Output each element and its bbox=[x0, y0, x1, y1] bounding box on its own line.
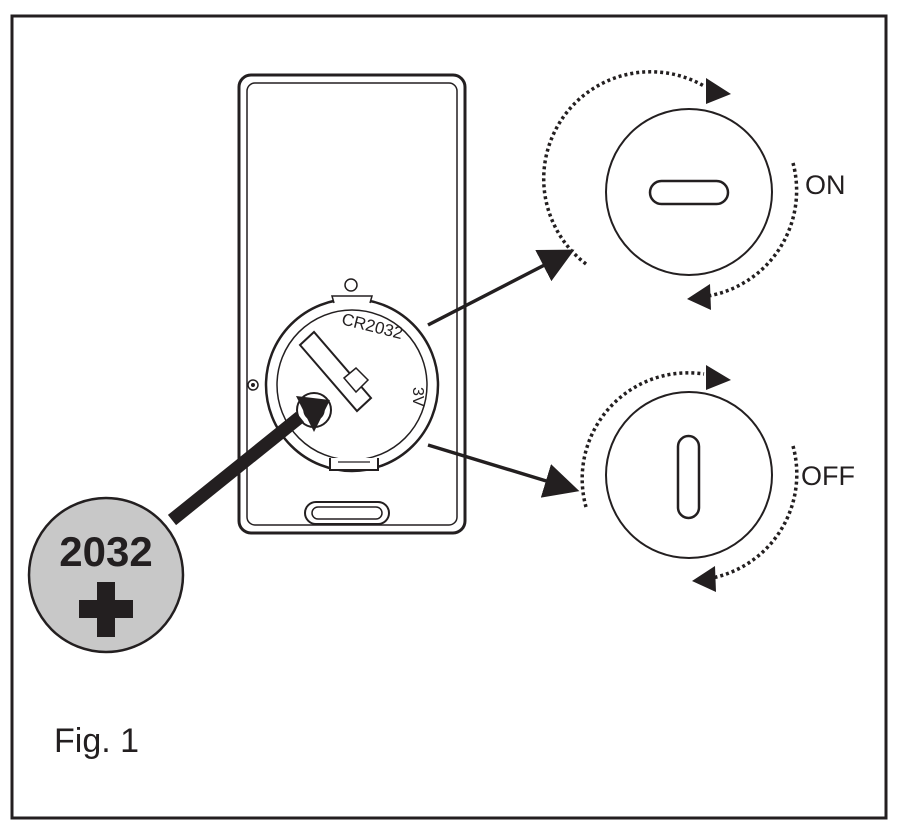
insert-arrow bbox=[167, 396, 330, 526]
figure-caption: Fig. 1 bbox=[54, 722, 139, 760]
slot-vertical bbox=[676, 434, 701, 520]
cover-on: ON bbox=[542, 70, 846, 310]
side-hole bbox=[247, 379, 259, 391]
plus-icon bbox=[79, 582, 133, 637]
rotate-arrow-icon bbox=[580, 371, 705, 508]
slot-horizontal bbox=[648, 179, 730, 206]
cover-off-label: OFF bbox=[801, 461, 855, 491]
rotate-arrow-icon bbox=[711, 445, 799, 580]
cover-off: OFF bbox=[580, 365, 855, 592]
arrow-to-on bbox=[427, 249, 575, 327]
rotate-arrow-icon bbox=[542, 70, 705, 266]
battery-voltage-label: 3V bbox=[409, 387, 426, 407]
cover-on-label: ON bbox=[805, 170, 846, 200]
battery-clip bbox=[298, 330, 373, 413]
figure-frame bbox=[10, 14, 888, 820]
battery-badge: 2032 bbox=[27, 496, 185, 654]
battery-compartment: CR2032 3V bbox=[264, 295, 440, 473]
bottom-slot bbox=[304, 501, 390, 525]
led-hole bbox=[344, 278, 358, 292]
arrow-to-off bbox=[427, 443, 580, 498]
badge-number: 2032 bbox=[59, 528, 152, 575]
